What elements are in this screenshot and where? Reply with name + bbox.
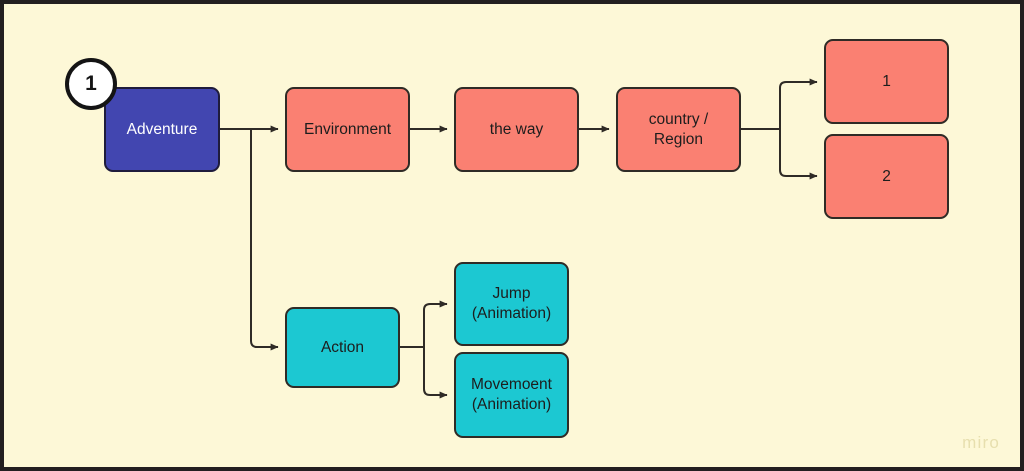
node-country-region-label: country / Region xyxy=(648,110,709,148)
node-adventure[interactable]: Adventure xyxy=(104,87,220,172)
step-badge-label: 1 xyxy=(85,72,97,95)
connector-split-to-result-two xyxy=(779,129,818,180)
connector-split-to-result-one xyxy=(779,78,818,129)
node-jump-label: Jump (Animation) xyxy=(471,285,552,322)
node-jump[interactable]: Jump (Animation) xyxy=(454,262,569,346)
node-environment-label: Environment xyxy=(303,120,391,138)
step-badge-1: 1 xyxy=(65,58,117,110)
node-result-one-label: 1 xyxy=(882,72,891,90)
node-the-way[interactable]: the way xyxy=(454,87,579,172)
miro-watermark: miro xyxy=(962,433,1000,452)
node-action-label: Action xyxy=(320,338,365,356)
node-country-region[interactable]: country / Region xyxy=(616,87,741,172)
node-result-one[interactable]: 1 xyxy=(824,39,949,124)
node-movement[interactable]: Movemoent (Animation) xyxy=(454,352,569,438)
node-environment[interactable]: Environment xyxy=(285,87,410,172)
connector-split-to-jump xyxy=(423,300,448,347)
node-result-two-label: 2 xyxy=(882,167,891,185)
connector-split-to-movement xyxy=(423,347,448,399)
node-action[interactable]: Action xyxy=(285,307,400,388)
connector-adventure-to-action xyxy=(250,129,279,351)
node-result-two[interactable]: 2 xyxy=(824,134,949,219)
node-movement-label: Movemoent (Animation) xyxy=(471,376,552,413)
node-the-way-label: the way xyxy=(489,120,544,138)
node-adventure-label: Adventure xyxy=(126,120,198,138)
